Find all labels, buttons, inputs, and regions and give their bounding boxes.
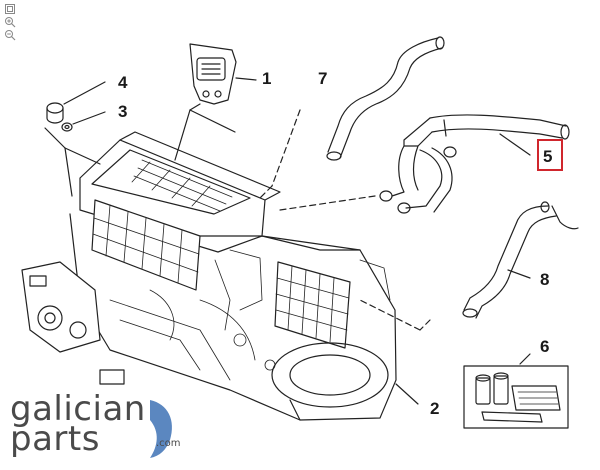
zoom-reset-icon[interactable]: [4, 3, 16, 15]
zoom-in-icon[interactable]: [4, 16, 16, 28]
part-2-heater-housing[interactable]: [21, 131, 397, 421]
logo-text-line1: galician: [10, 389, 146, 429]
zoom-out-icon[interactable]: [4, 29, 16, 41]
callout-3[interactable]: 3: [118, 102, 127, 121]
part-4-cap[interactable]: [46, 102, 64, 124]
callout-5[interactable]: 5: [543, 147, 552, 166]
callout-8[interactable]: 8: [540, 270, 549, 289]
part-1-vent-grille[interactable]: [189, 43, 237, 105]
callout-6[interactable]: 6: [540, 337, 549, 356]
logo-accent-swoosh: [150, 400, 172, 458]
callout-2[interactable]: 2: [430, 399, 439, 418]
part-8-hose[interactable]: [462, 201, 579, 319]
callout-5-highlight-box: [537, 139, 563, 171]
logo-domain: .com: [156, 438, 181, 449]
callout-1[interactable]: 1: [262, 69, 271, 88]
callout-4[interactable]: 4: [118, 73, 128, 92]
galicianparts-logo: galician parts .com: [10, 392, 210, 460]
logo-text-line2: parts: [10, 419, 100, 459]
part-5-hose-assembly[interactable]: [379, 114, 570, 214]
callouts: 1 2 3 4 5 6 7 8: [118, 69, 563, 418]
zoom-toolbar: [4, 3, 18, 42]
callout-7[interactable]: 7: [318, 69, 327, 88]
part-7-hose[interactable]: [326, 36, 445, 161]
part-6-service-kit[interactable]: [463, 365, 569, 429]
part-3-o-ring[interactable]: [61, 122, 73, 132]
